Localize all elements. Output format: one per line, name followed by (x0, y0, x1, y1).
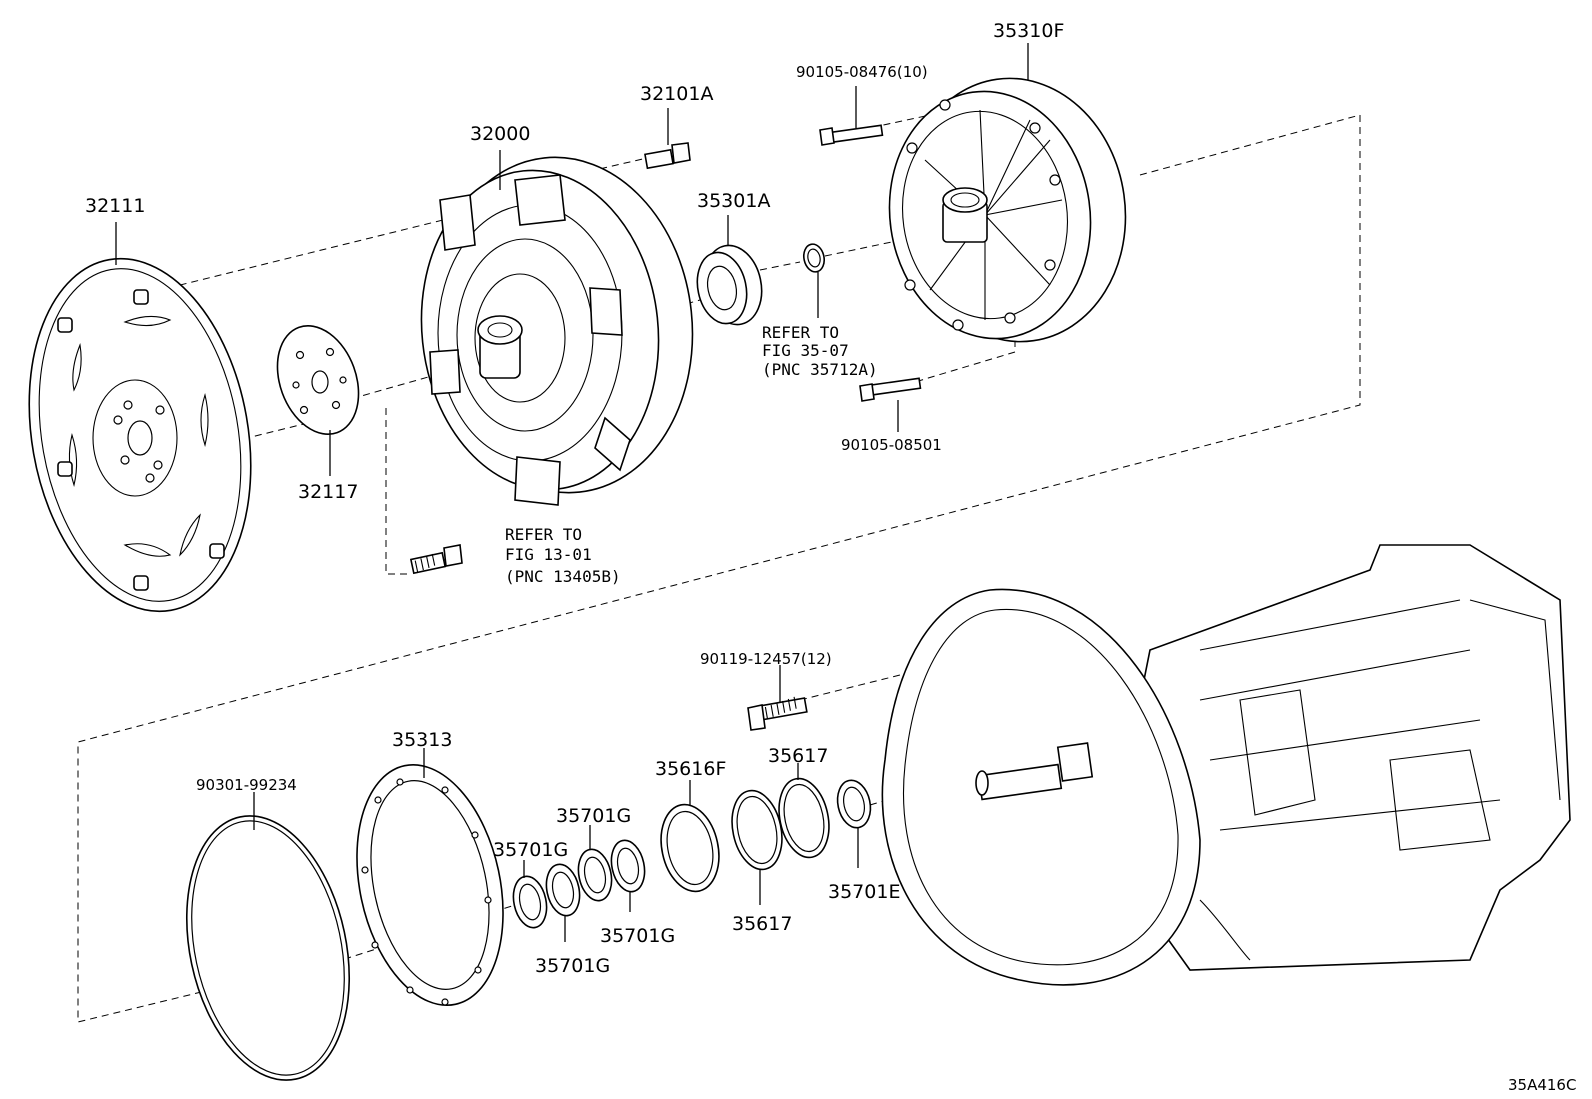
note-ring-ref-line-1: REFER TO (762, 323, 839, 342)
bearing-race[interactable] (653, 799, 726, 897)
label-housing-bolt: 90119-12457(12) (700, 650, 832, 668)
label-washer-2: 35701G (493, 839, 568, 861)
thrust-bearing-lower[interactable] (725, 786, 789, 874)
label-converter-bolt: 32101A (640, 83, 713, 105)
label-thrust-bearing-lower: 35617 (732, 913, 792, 935)
note-bolt-ref-line-2: FIG 13-01 (505, 545, 592, 564)
label-washer-4: 35701G (535, 955, 610, 977)
label-o-ring: 90301-99234 (196, 776, 297, 794)
washer-4[interactable] (607, 837, 649, 895)
thrust-bearing-upper[interactable] (772, 774, 836, 862)
spacer-plate[interactable] (263, 314, 373, 445)
label-pump-assembly: 35310F (993, 20, 1064, 42)
drive-plate[interactable] (3, 241, 278, 629)
leader-lines (115, 43, 1029, 942)
flywheel-bolt[interactable] (409, 544, 463, 575)
pump-bolt-lower[interactable] (859, 377, 922, 402)
label-pump-bolt-upper: 90105-08476(10) (796, 63, 928, 81)
oil-pump[interactable] (874, 64, 1143, 356)
label-gasket: 35313 (392, 729, 452, 751)
washer-2[interactable] (542, 861, 584, 919)
label-washer-1: 35701G (556, 805, 631, 827)
label-drive-plate: 32111 (85, 195, 145, 217)
oil-seal[interactable] (691, 240, 769, 330)
washer-3[interactable] (574, 846, 616, 904)
label-bearing-race: 35616F (655, 758, 726, 780)
gasket[interactable] (336, 751, 524, 1019)
note-bolt-ref-line-1: REFER TO (505, 525, 582, 544)
label-pump-bolt-lower: 90105-08501 (841, 436, 942, 454)
o-ring[interactable] (164, 801, 372, 1096)
note-ring-ref-line-2: FIG 35-07 (762, 341, 849, 360)
torque-converter[interactable] (406, 144, 709, 506)
note-ring-ref-line-3: (PNC 35712A) (762, 360, 878, 379)
label-washer-3: 35701G (600, 925, 675, 947)
label-washer-5: 35701E (828, 881, 900, 903)
label-oil-seal: 35301A (697, 190, 770, 212)
label-thrust-bearing-upper: 35617 (768, 745, 828, 767)
washer-5[interactable] (833, 777, 874, 831)
snap-ring[interactable] (801, 242, 826, 274)
diagram-code: 35A416C (1508, 1076, 1576, 1094)
housing-bolt[interactable] (747, 696, 808, 731)
washer-1[interactable] (509, 873, 551, 931)
label-torque-converter: 32000 (470, 123, 530, 145)
converter-bolt[interactable] (644, 142, 691, 170)
pump-bolt-upper[interactable] (819, 124, 884, 146)
label-spacer-plate: 32117 (298, 481, 358, 503)
note-bolt-ref-line-3: (PNC 13405B) (505, 567, 621, 586)
transmission-case[interactable] (881, 544, 1571, 986)
